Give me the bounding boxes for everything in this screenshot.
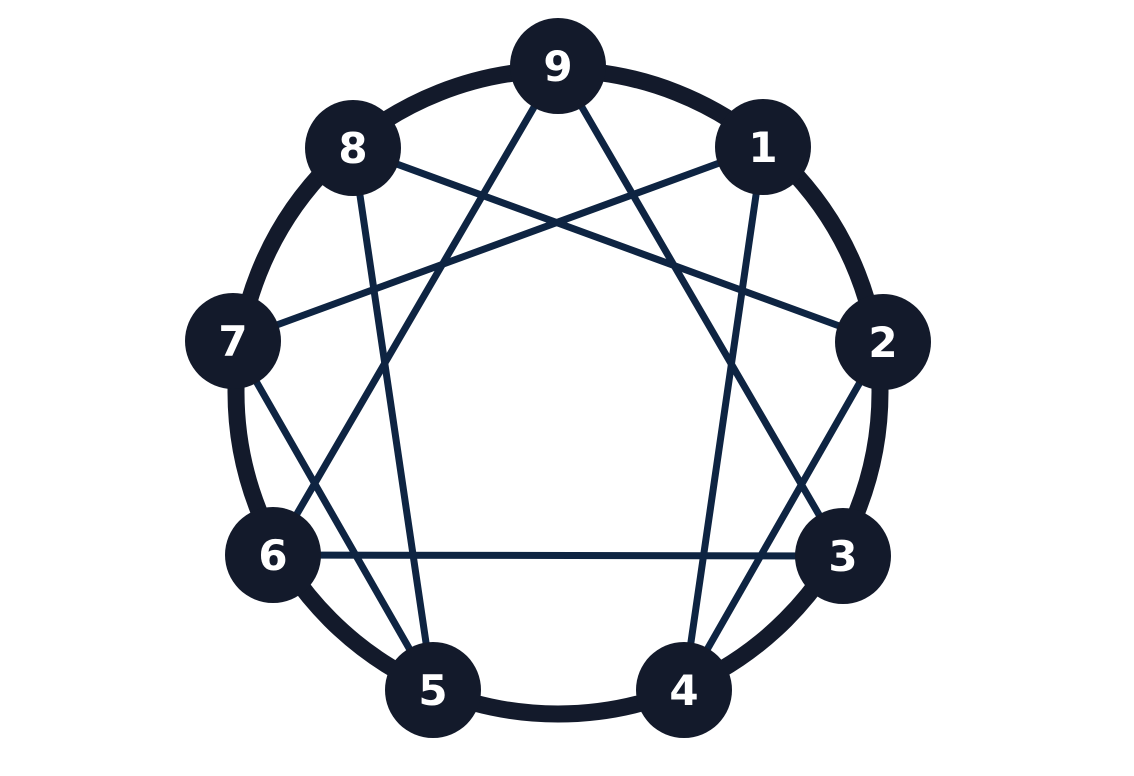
node-7-circle <box>185 293 281 389</box>
connector-6-9 <box>269 64 562 557</box>
node-2-circle <box>835 294 931 390</box>
connector-lines <box>229 64 887 692</box>
node-6-circle <box>225 507 321 603</box>
node-4-circle <box>636 642 732 738</box>
node-6: 6 <box>225 507 321 603</box>
node-3-circle <box>795 508 891 604</box>
connector-9-3 <box>554 64 847 558</box>
node-5-circle <box>385 642 481 738</box>
node-7: 7 <box>185 293 281 389</box>
node-8-circle <box>305 100 401 196</box>
node-1-label: 1 <box>748 123 777 172</box>
connector-2-8 <box>351 144 885 346</box>
node-9: 9 <box>510 18 606 114</box>
node-1: 1 <box>715 99 811 195</box>
node-1-circle <box>715 99 811 195</box>
number-nodes: 9 1 2 3 4 5 6 7 <box>185 18 931 738</box>
node-4-label: 4 <box>669 666 698 715</box>
node-6-label: 6 <box>258 531 287 580</box>
node-9-circle <box>510 18 606 114</box>
connector-8-5 <box>349 147 437 691</box>
connector-1-4 <box>680 146 767 691</box>
node-9-label: 9 <box>543 42 572 91</box>
connector-4-2 <box>680 340 887 692</box>
connector-5-7 <box>229 339 437 692</box>
node-2-label: 2 <box>868 318 897 367</box>
node-8: 8 <box>305 100 401 196</box>
node-4: 4 <box>636 642 732 738</box>
node-5-label: 5 <box>418 666 447 715</box>
node-8-label: 8 <box>338 124 367 173</box>
node-5: 5 <box>385 642 481 738</box>
connector-3-6 <box>272 551 844 560</box>
node-7-label: 7 <box>218 317 247 366</box>
node-3-label: 3 <box>828 532 857 581</box>
connector-7-1 <box>231 143 765 345</box>
node-3: 3 <box>795 508 891 604</box>
node-2: 2 <box>835 294 931 390</box>
